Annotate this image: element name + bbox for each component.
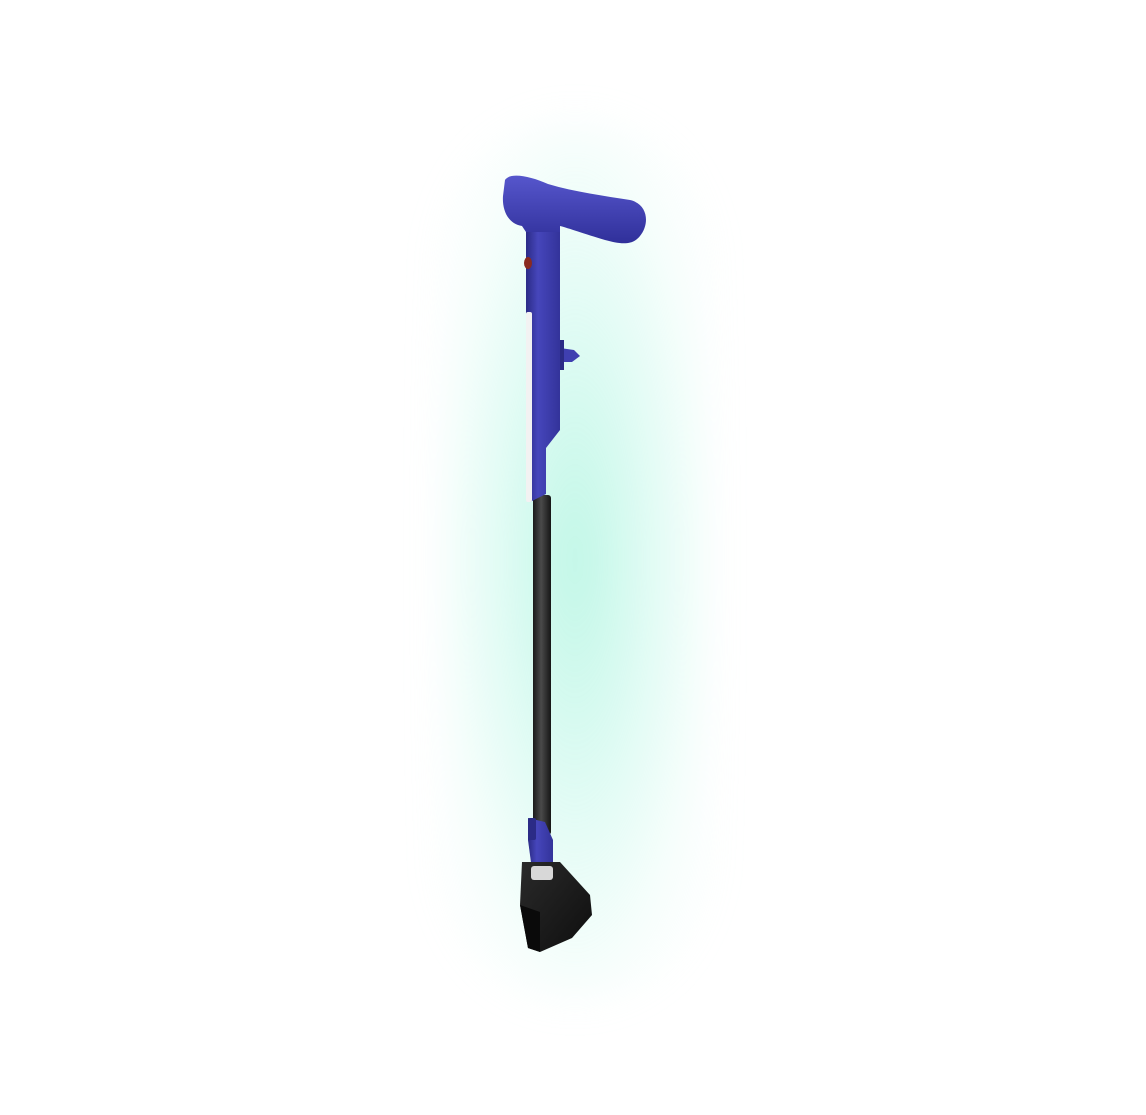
cane-handle <box>526 210 560 502</box>
foot-edge <box>520 905 540 952</box>
background-glow <box>440 120 710 1000</box>
side-clip <box>560 348 580 362</box>
foot-ring <box>531 866 553 880</box>
cane-shaft <box>533 495 551 835</box>
light-strip <box>526 312 532 502</box>
side-clip-stem <box>560 340 564 370</box>
collar-clip <box>528 818 536 840</box>
cane-grip <box>502 175 646 244</box>
power-button <box>524 257 532 269</box>
